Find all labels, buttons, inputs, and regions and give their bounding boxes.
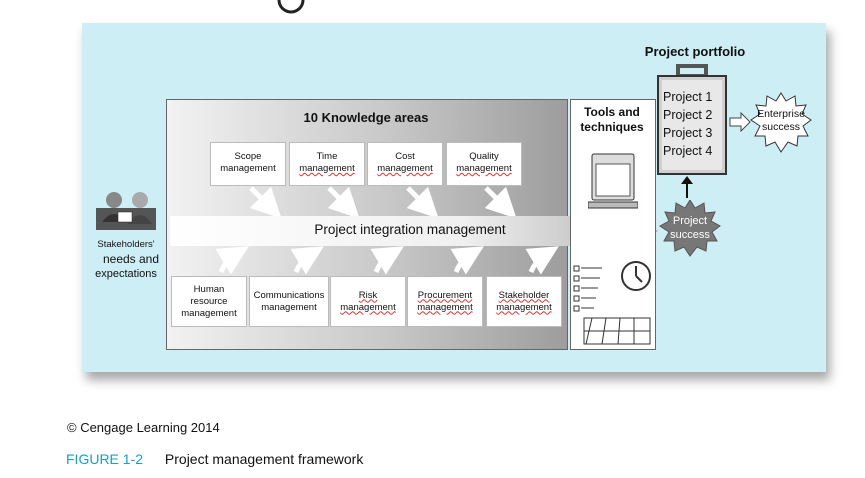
card-line1: Time <box>316 151 338 162</box>
knowledge-area-communications: Communications management <box>249 276 329 327</box>
right-arrow <box>729 112 751 132</box>
figure-title: Project management framework <box>164 451 364 467</box>
enterprise-success-burst <box>750 92 812 153</box>
integration-label: Project integration management <box>314 222 506 237</box>
stakeholders-line2: needs and <box>102 252 160 266</box>
portfolio-project: Project 4 <box>663 144 713 158</box>
integration-arrow <box>170 210 658 252</box>
knowledge-area-stakeholder: Stakeholder management <box>486 276 562 327</box>
card-label: Risk management <box>340 289 396 313</box>
knowledge-areas-title: 10 Knowledge areas <box>303 110 429 125</box>
computer-icon <box>588 153 638 209</box>
card-line1: Cost <box>395 151 415 162</box>
checklist-clock-icon <box>573 261 651 345</box>
briefcase-icon <box>657 64 727 175</box>
enterprise-success-label: Enterprise success <box>749 108 813 134</box>
knowledge-area-risk: Risk management <box>330 276 406 327</box>
enterprise-success-line2: success <box>762 121 800 133</box>
card-line2: management <box>220 163 276 174</box>
project-success-burst <box>659 200 721 257</box>
card-line1: Quality <box>469 151 499 162</box>
tools-title: Tools and techniques <box>580 105 644 134</box>
card-label: Stakeholder management <box>496 289 552 313</box>
decorative-ring <box>277 0 305 14</box>
card-line2: management <box>456 163 512 174</box>
portfolio-project: Project 2 <box>663 108 713 122</box>
stakeholders-line3: expectations <box>95 268 157 280</box>
portfolio-project: Project 3 <box>663 126 713 140</box>
figure-number: FIGURE 1-2 <box>66 451 144 467</box>
portfolio-projects: Project 1 Project 2 Project 3 Project 4 <box>663 88 712 160</box>
card-label: Human resource management <box>181 283 237 319</box>
enterprise-success-line1: Enterprise <box>757 108 805 120</box>
knowledge-area-human-resource: Human resource management <box>171 276 247 327</box>
portfolio-project: Project 1 <box>663 90 713 104</box>
figure-caption: FIGURE 1-2 Project management framework <box>66 451 363 467</box>
card-label: Communications management <box>253 289 325 313</box>
project-success-line1: Project <box>672 215 708 227</box>
project-success-label: Project success <box>658 214 722 242</box>
stakeholders-line1: Stakeholders' <box>97 239 155 250</box>
stakeholders-icon <box>96 192 156 230</box>
portfolio-title: Project portfolio <box>644 44 746 59</box>
flow-arrows <box>215 186 559 275</box>
knowledge-area-procurement: Procurement management <box>407 276 483 327</box>
copyright-text: © Cengage Learning 2014 <box>67 420 220 435</box>
project-success-line2: success <box>670 229 710 241</box>
card-line2: management <box>299 163 355 174</box>
card-label: Procurement management <box>417 289 473 313</box>
up-arrow <box>681 176 693 198</box>
stakeholders-label: Stakeholders' needs and expectations <box>86 239 166 280</box>
card-line1: Scope <box>234 151 262 162</box>
card-line2: management <box>377 163 433 174</box>
